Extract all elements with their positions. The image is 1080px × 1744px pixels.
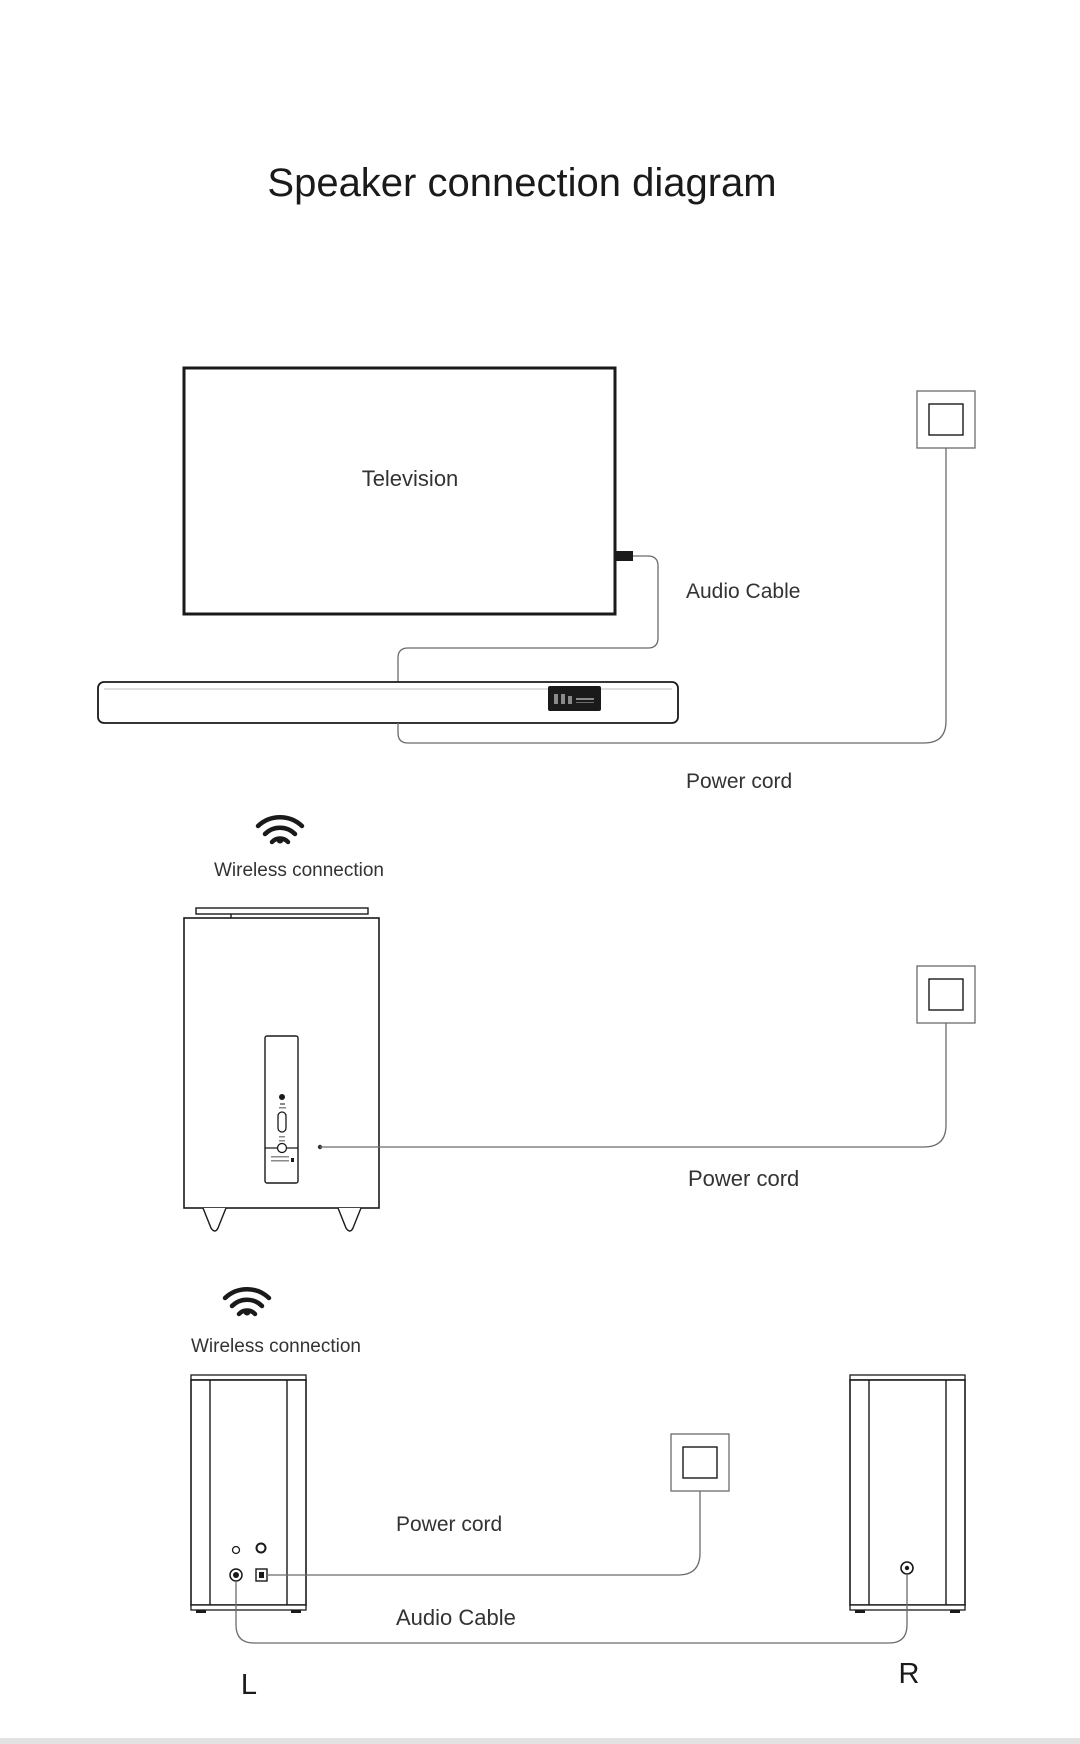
right-speaker-label: R — [899, 1658, 920, 1690]
subwoofer-power-cord-label: Power cord — [688, 1166, 799, 1191]
soundbar — [97, 681, 679, 724]
page-title: Speaker connection diagram — [267, 161, 776, 205]
subwoofer-rear-panel — [264, 1035, 299, 1184]
subwoofer-foot-right — [337, 1207, 362, 1232]
satellite-power-cord-label: Power cord — [396, 1513, 502, 1536]
subwoofer-top-lid — [195, 907, 369, 915]
soundbar-power-cord-label: Power cord — [686, 770, 792, 793]
subwoofer-section: Wireless connection — [183, 815, 976, 1232]
audio-cable-label: Audio Cable — [686, 580, 800, 603]
satellite-wireless-label: Wireless connection — [191, 1336, 361, 1357]
subwoofer-foot-left — [202, 1207, 227, 1232]
soundbar-control-panel — [548, 686, 601, 711]
subwoofer-wireless-label: Wireless connection — [214, 860, 384, 881]
satellite-section: Wireless connection — [190, 1287, 966, 1701]
left-speaker — [190, 1374, 307, 1613]
right-speaker — [849, 1374, 966, 1613]
satellite-power-cord-line — [267, 1491, 701, 1576]
left-speaker-label: L — [241, 1669, 257, 1701]
power-outlet-icon — [916, 390, 976, 449]
audio-cable-line — [397, 555, 659, 682]
bottom-divider — [0, 1738, 1080, 1744]
power-outlet-icon — [670, 1433, 730, 1492]
television-label: Television — [362, 466, 459, 491]
tv-audio-port — [614, 551, 633, 561]
soundbar-section: Television Audio Cable Power cord — [97, 366, 976, 793]
subwoofer-power-cord-line — [320, 1023, 947, 1148]
satellite-audio-cable-line — [235, 1574, 908, 1644]
power-outlet-icon — [916, 965, 976, 1024]
soundbar-power-cord-line — [397, 448, 947, 744]
television — [182, 366, 617, 616]
satellite-audio-cable-label: Audio Cable — [396, 1605, 516, 1630]
wifi-icon — [255, 815, 305, 845]
wifi-icon — [222, 1287, 272, 1317]
